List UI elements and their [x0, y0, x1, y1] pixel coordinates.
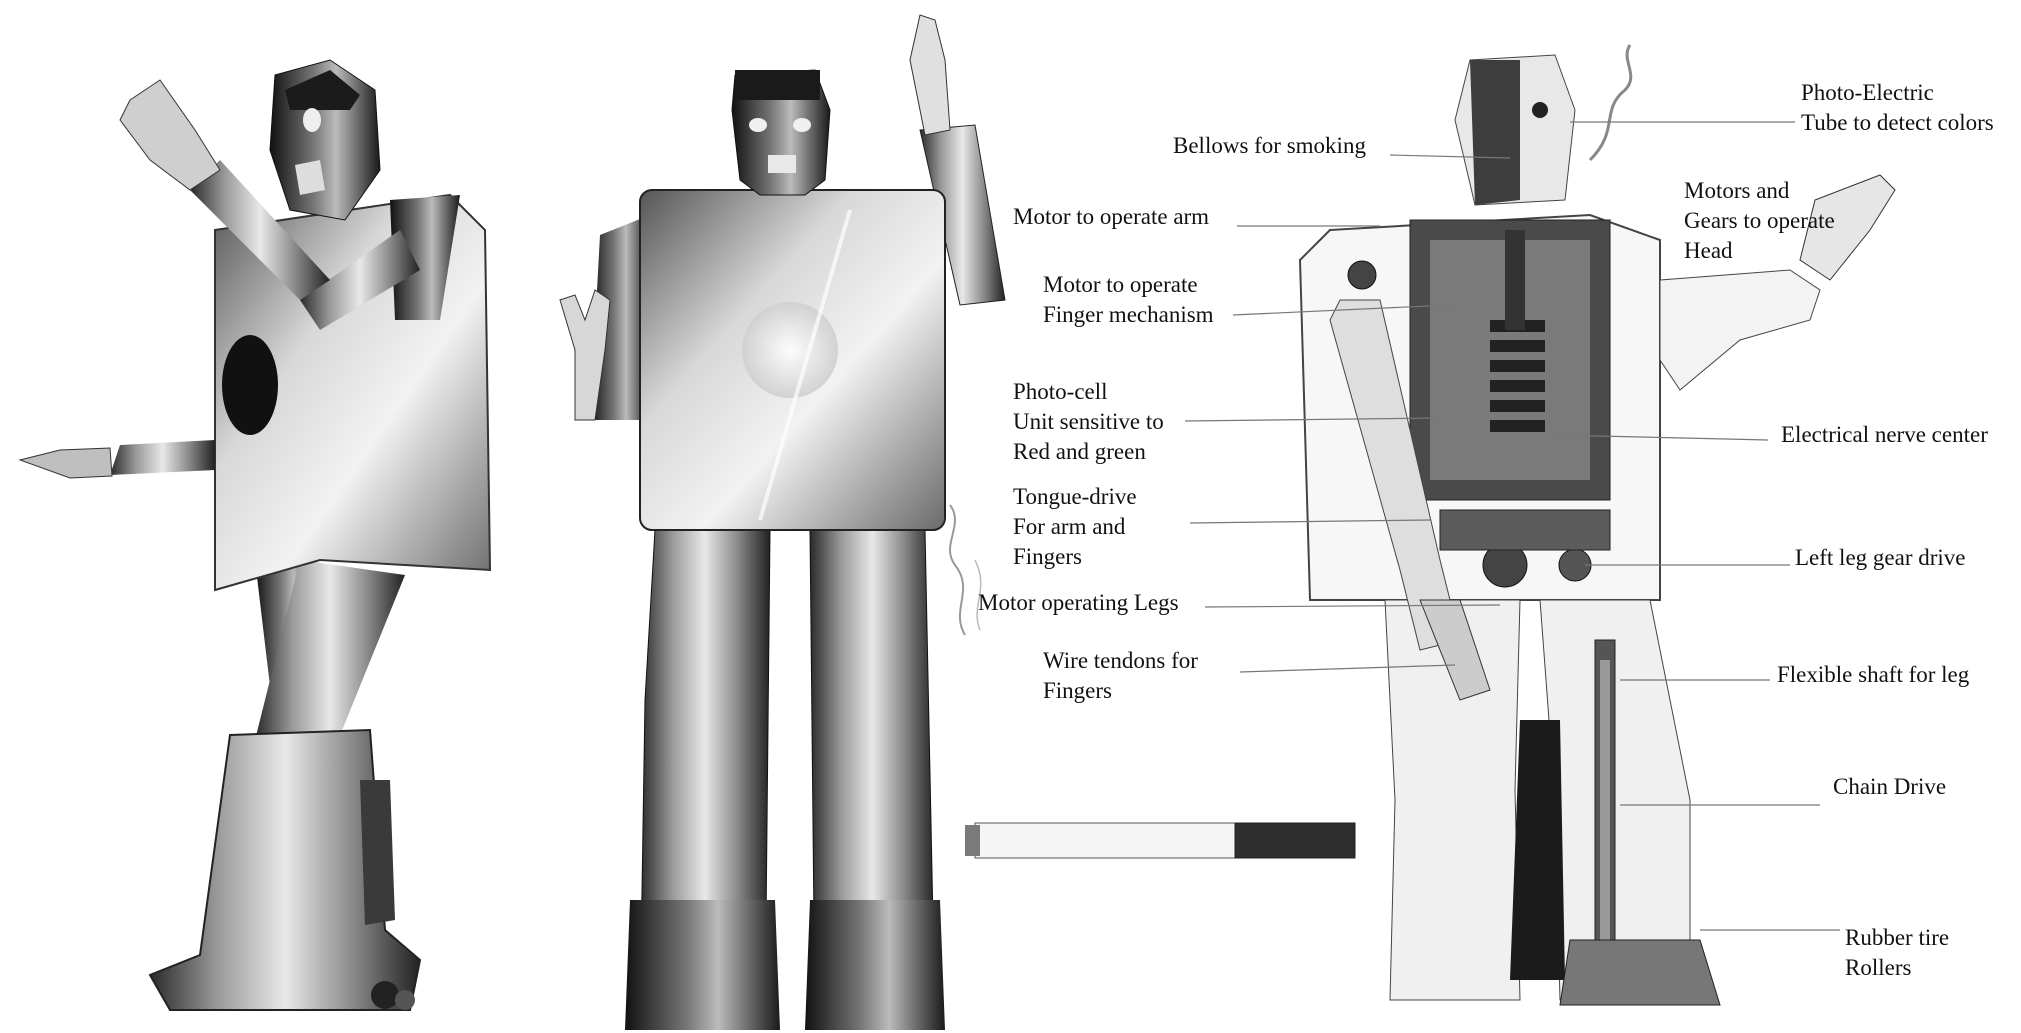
label-bellows: Bellows for smoking: [1173, 131, 1366, 161]
robot-side-view: [20, 60, 490, 1010]
label-nerve-center: Electrical nerve center: [1781, 420, 1988, 450]
label-flex-shaft: Flexible shaft for leg: [1777, 660, 1969, 690]
label-motor-legs: Motor operating Legs: [978, 588, 1179, 618]
label-motor-arm: Motor to operate arm: [1013, 202, 1209, 232]
robot-front-view: [560, 15, 1005, 1030]
label-chain-drive: Chain Drive: [1833, 772, 1946, 802]
label-left-leg: Left leg gear drive: [1795, 543, 1966, 573]
